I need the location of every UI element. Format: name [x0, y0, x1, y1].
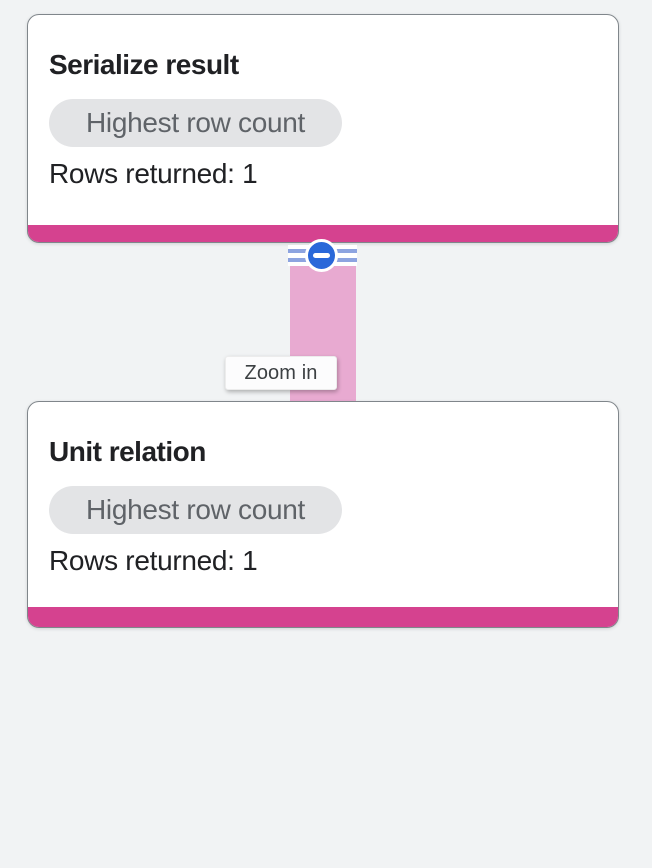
rows-returned-label: Rows returned: 1 — [49, 545, 258, 576]
zoom-in-tooltip: Zoom in — [225, 356, 337, 390]
node-accent-bar — [28, 607, 618, 627]
node-accent-bar — [28, 225, 618, 242]
rows-returned-label: Rows returned: 1 — [49, 158, 258, 189]
plan-node-serialize-result[interactable]: Serialize result Highest row count Rows … — [27, 14, 619, 243]
plan-node-unit-relation[interactable]: Unit relation Highest row count Rows ret… — [27, 401, 619, 628]
minus-icon — [313, 253, 330, 258]
node-title: Unit relation — [49, 436, 206, 467]
node-title: Serialize result — [49, 49, 239, 80]
highest-row-count-badge: Highest row count — [49, 99, 343, 147]
collapse-node-button[interactable] — [305, 239, 338, 272]
highest-row-count-badge: Highest row count — [49, 486, 343, 534]
